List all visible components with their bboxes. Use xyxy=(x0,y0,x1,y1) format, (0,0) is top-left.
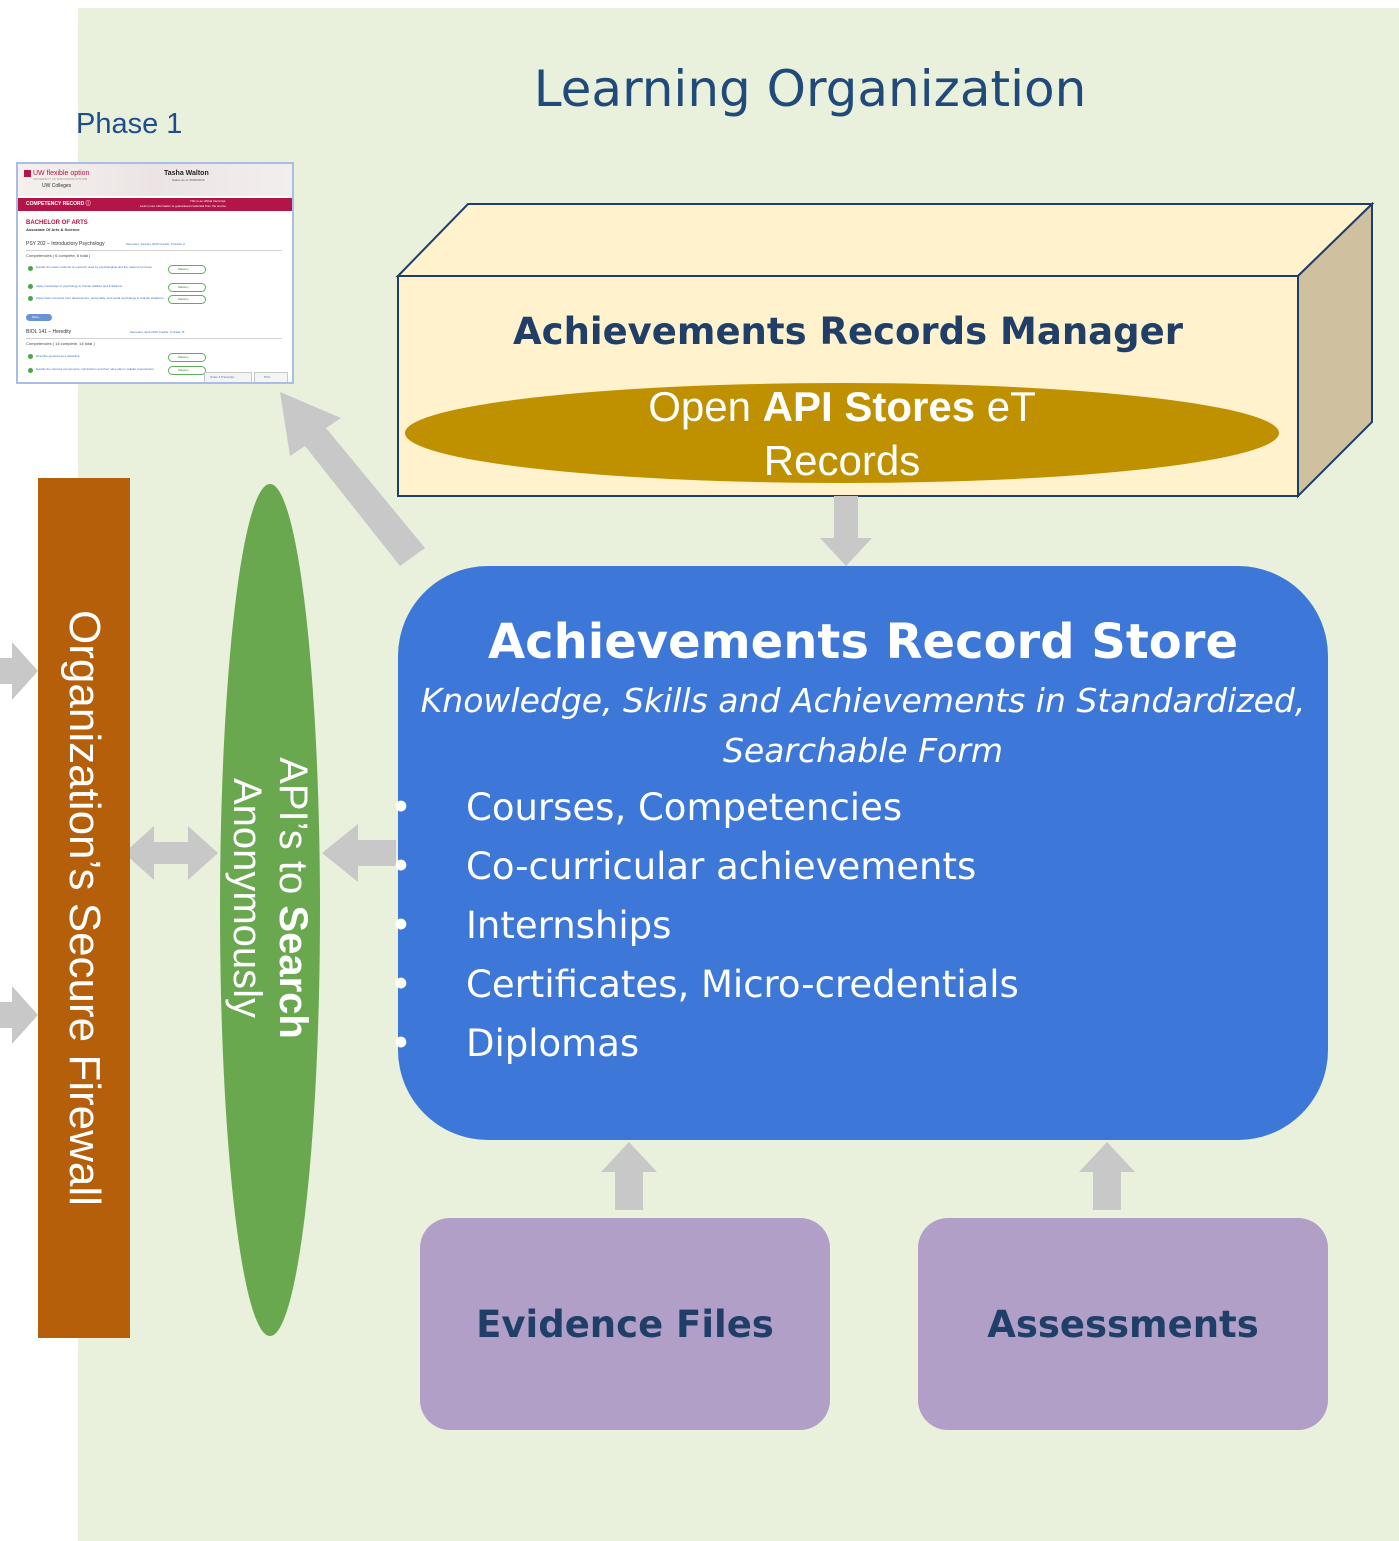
store-bullet-item: •Co-curricular achievements xyxy=(390,845,977,888)
thumbnail-student-name: Tasha Walton xyxy=(164,170,209,177)
mastery-badge: Mastery xyxy=(168,265,206,274)
more-button: More... xyxy=(26,314,52,321)
mastery-badge: Mastery xyxy=(168,283,206,292)
thumbnail-title-bar xyxy=(18,198,292,211)
thumbnail-c2-item: Describe genetics as a discipline. xyxy=(36,354,81,358)
store-bullet-item: •Internships xyxy=(390,904,672,947)
thumbnail-brand-sub: UNIVERSITY OF WISCONSIN SYSTEM xyxy=(33,177,88,181)
open-api-label: Open API Stores eT Records xyxy=(648,383,1036,484)
thumbnail-header xyxy=(18,164,292,196)
mastery-badge: Mastery xyxy=(168,295,206,304)
secure-firewall-bar xyxy=(38,478,130,1338)
double-arrow xyxy=(124,826,218,880)
print-button: Print xyxy=(254,372,288,382)
thumbnail-c1-item: Apply basic concepts from development, p… xyxy=(36,296,165,300)
up-arrow-assessments xyxy=(1079,1142,1135,1210)
complete-dot-icon xyxy=(28,266,33,271)
mastery-badge: Mastery xyxy=(168,366,206,375)
complete-dot-icon xyxy=(28,368,33,373)
store-bullet-item: •Certificates, Micro-credentials xyxy=(390,963,1019,1006)
open-api-ellipse xyxy=(405,383,1279,483)
complete-dot-icon xyxy=(28,354,33,359)
thumbnail-student-date: Status as of: 09/09/2015 xyxy=(172,178,205,182)
complete-dot-icon xyxy=(28,284,33,289)
store-bullet-item: •Diplomas xyxy=(390,1022,640,1065)
thumbnail-c1-item: Explain the basic methods of research us… xyxy=(36,265,153,269)
thumbnail-c2-item: Explain the relevant components, cell di… xyxy=(36,367,155,371)
api-search-oval xyxy=(220,484,320,1336)
thumbnail-course2-meta: Semester: April 2015 Credits: 3 Grade: B xyxy=(130,330,185,334)
thumbnail-degree-sub: Associate Of Arts & Science xyxy=(26,227,80,232)
thumbnail-bar-note2: Learn more information to guaranteed cre… xyxy=(140,204,227,208)
thumbnail-course1: PSY 202 – Introductory Psychology xyxy=(26,241,105,247)
thumbnail-course2-comp: Competencies ( 14 complete, 14 total ) xyxy=(26,341,95,346)
left-edge-arrow-bottom xyxy=(0,986,38,1044)
thumbnail-brand: UW flexible option xyxy=(33,170,90,177)
thumbnail-course1-comp: Competencies ( 6 complete, 6 total ) xyxy=(26,253,91,258)
uw-logo-icon xyxy=(24,170,31,177)
left-arrow-store-to-api xyxy=(322,824,396,882)
thumbnail-course1-meta: Semester: January 2015 Credits: 3 Grade:… xyxy=(126,242,186,246)
thumbnail-bar-note1: This is an official transcript. xyxy=(190,199,227,203)
competency-record-thumbnail: UW flexible option UNIVERSITY OF WISCONS… xyxy=(16,162,294,384)
left-edge-arrow-top xyxy=(0,642,38,700)
thumbnail-c1-item: Apply knowledge of psychology to human a… xyxy=(36,284,123,288)
thumbnail-divider xyxy=(26,250,282,251)
evidence-files-box: Evidence Files xyxy=(420,1218,830,1430)
store-bullet-item: •Courses, Competencies xyxy=(390,786,903,829)
thumbnail-degree: BACHELOR OF ARTS xyxy=(26,220,88,226)
mastery-badge: Mastery xyxy=(168,353,206,362)
record-store-title: Achievements Record Store xyxy=(488,614,1238,670)
diagonal-arrow xyxy=(280,392,425,566)
thumbnail-course2: BIOL 141 – Heredity xyxy=(26,329,72,335)
record-store-box xyxy=(398,566,1328,1140)
complete-dot-icon xyxy=(28,296,33,301)
record-store-subtitle: Knowledge, Skills and Achievements in St… xyxy=(420,681,1306,770)
api-search-label: API’s to Search Anonymously xyxy=(225,757,315,1039)
phase-label: Phase 1 xyxy=(76,108,183,140)
thumbnail-divider xyxy=(26,338,282,339)
thumbnail-campus: UW Colleges xyxy=(42,183,72,189)
thumbnail-bar-title: COMPETENCY RECORD ⓘ xyxy=(26,201,91,207)
assessments-box: Assessments xyxy=(918,1218,1328,1430)
order-transcript-button: Order A Transcript xyxy=(204,372,252,382)
manager-label: Achievements Records Manager xyxy=(513,310,1183,353)
diagram-title: Learning Organization xyxy=(533,60,1087,118)
firewall-label: Organization’s Secure Firewall xyxy=(60,610,109,1206)
down-arrow xyxy=(820,496,872,566)
manager-box-top xyxy=(395,203,1375,277)
up-arrow-evidence xyxy=(601,1142,657,1210)
